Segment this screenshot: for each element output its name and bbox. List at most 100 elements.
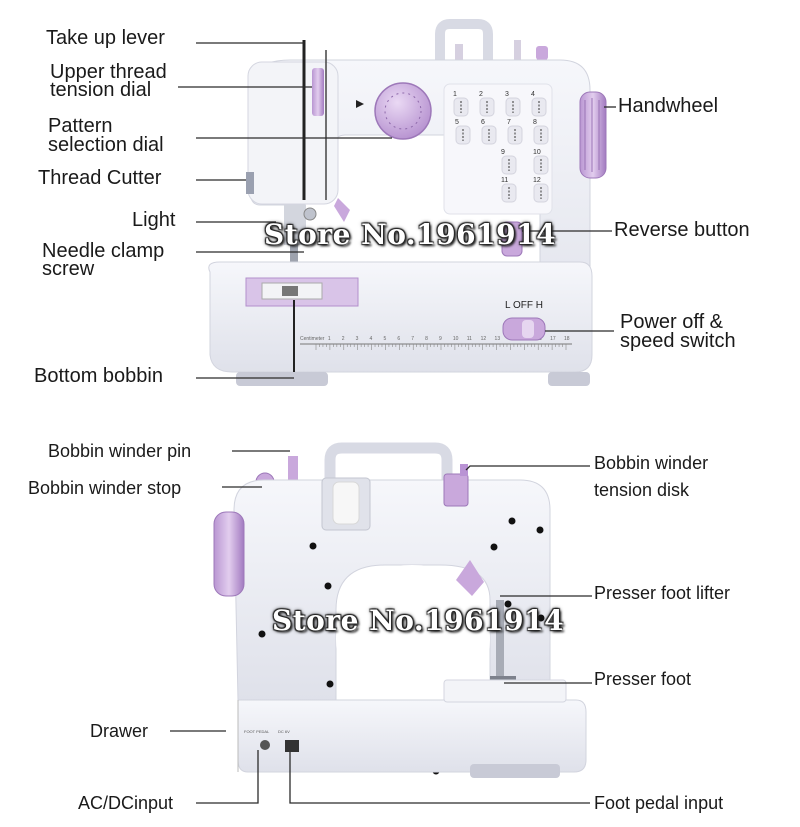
ruler-number: 18 <box>564 336 570 342</box>
ruler-number: 12 <box>481 336 487 342</box>
label-presser-foot: Presser foot <box>594 669 692 689</box>
label-bobbin-winder-pin: Bobbin winder pin <box>48 441 192 461</box>
label-foot-pedal-input: Foot pedal input <box>594 793 724 813</box>
screw-dot <box>536 526 544 534</box>
label-needle-clamp-line2: screw <box>42 258 95 280</box>
ruler-number: 6 <box>397 336 400 342</box>
back-base <box>237 699 587 773</box>
switch-position-text: L OFF H <box>505 300 543 311</box>
back-body <box>233 479 551 701</box>
bobbin-winder-top <box>536 46 548 60</box>
throat-opening-back <box>336 565 490 700</box>
stitch-button <box>507 125 523 145</box>
tension-dial <box>312 68 324 116</box>
back-view-machine: FOOT PEDAL DC 6V <box>213 442 587 778</box>
needle-bar <box>284 205 306 245</box>
stitch-number: 9 <box>501 149 505 156</box>
ruler-number: 17 <box>550 336 556 342</box>
label-presser-foot-lifter: Presser foot lifter <box>594 583 731 603</box>
store-watermark-bottom: Store No.1961914 <box>272 604 565 637</box>
label-power-off-line2: speed switch <box>620 330 736 352</box>
carry-handle <box>435 19 493 62</box>
stitch-number: 10 <box>533 149 541 156</box>
ruler-number: 8 <box>425 336 428 342</box>
bobbin-winder-pin[interactable] <box>288 456 298 484</box>
bobbin-tension-disk[interactable] <box>443 473 469 507</box>
label-pattern-selection-line1: Pattern <box>48 115 113 137</box>
stitch-number: 8 <box>533 119 537 126</box>
label-light: Light <box>132 209 176 231</box>
base-foot <box>548 372 590 386</box>
stitch-button <box>479 97 495 117</box>
presser-bar <box>496 600 504 680</box>
dial-pointer-icon <box>356 100 364 108</box>
label-power-off-line1: Power off & <box>620 311 724 333</box>
thread-cutter <box>246 172 254 194</box>
screw-dot <box>326 680 334 688</box>
ruler-number: 11 <box>467 336 472 342</box>
label-take-up-lever: Take up lever <box>46 27 165 49</box>
stitch-number: 7 <box>507 119 511 126</box>
store-watermark-top: Store No.1961914 <box>264 218 557 251</box>
stitch-number: 1 <box>453 91 457 98</box>
label-bottom-bobbin: Bottom bobbin <box>34 365 163 387</box>
label-upper-thread-tension-line2: tension dial <box>50 79 152 101</box>
label-bobbin-tension-line1: Bobbin winder <box>594 453 709 473</box>
front-head-panel <box>247 61 339 205</box>
base-foot <box>470 764 560 778</box>
free-arm <box>443 679 567 703</box>
stitch-button <box>453 97 469 117</box>
ruler-number: 5 <box>383 336 386 342</box>
foot-pedal-port-label: FOOT PEDAL <box>244 729 270 734</box>
handwheel[interactable] <box>579 91 607 179</box>
stitch-number: 3 <box>505 91 509 98</box>
ruler-label: Centimeter <box>300 336 325 342</box>
stitch-button <box>531 97 547 117</box>
label-upper-thread-tension-line1: Upper thread <box>50 61 167 83</box>
pattern-selection-dial[interactable] <box>374 82 432 140</box>
label-pattern-selection-line2: selection dial <box>48 134 164 156</box>
stitch-button <box>455 125 471 145</box>
stitch-button <box>481 125 497 145</box>
ruler-number: 10 <box>453 336 459 342</box>
handwheel-back[interactable] <box>213 511 245 597</box>
label-handwheel: Handwheel <box>618 95 719 117</box>
label-bobbin-tension-line2: tension disk <box>594 480 690 500</box>
leader-lines <box>170 42 616 804</box>
needle-clamp <box>290 240 298 276</box>
dc-port-label: DC 6V <box>278 729 290 734</box>
ruler-number: 7 <box>411 336 414 342</box>
screw-dot <box>309 542 317 550</box>
stitch-number: 2 <box>479 91 483 98</box>
ruler-number: 13 <box>495 336 501 342</box>
screw-dot <box>258 630 266 638</box>
presser-foot-lifter[interactable] <box>456 560 484 596</box>
reverse-button[interactable] <box>501 221 523 257</box>
label-needle-clamp-line1: Needle clamp <box>42 240 165 262</box>
stitch-number: 11 <box>501 177 508 184</box>
ruler-number: 4 <box>370 336 373 342</box>
label-bobbin-winder-stop: Bobbin winder stop <box>28 478 182 498</box>
ruler-number: 2 <box>342 336 345 342</box>
screw-dot <box>537 614 545 622</box>
screw-dot <box>508 517 516 525</box>
screw-dot <box>490 543 498 551</box>
ruler-number: 9 <box>439 336 442 342</box>
ac-dc-input-port[interactable] <box>260 740 270 750</box>
presser-foot-lever <box>334 198 350 222</box>
label-thread-cutter: Thread Cutter <box>38 167 162 189</box>
label-drawer: Drawer <box>90 721 149 741</box>
stitch-button <box>533 183 549 203</box>
stitch-number: 5 <box>455 119 459 126</box>
spool-pin <box>514 40 521 62</box>
screw-dot <box>324 582 332 590</box>
stitch-button <box>505 97 521 117</box>
ruler-number: 3 <box>356 336 359 342</box>
needle-clamp-screw <box>303 207 317 221</box>
screw-dot <box>504 600 512 608</box>
foot-pedal-input-port[interactable] <box>285 740 299 752</box>
spool-pin <box>455 44 463 64</box>
ruler-number: 1 <box>328 336 331 342</box>
